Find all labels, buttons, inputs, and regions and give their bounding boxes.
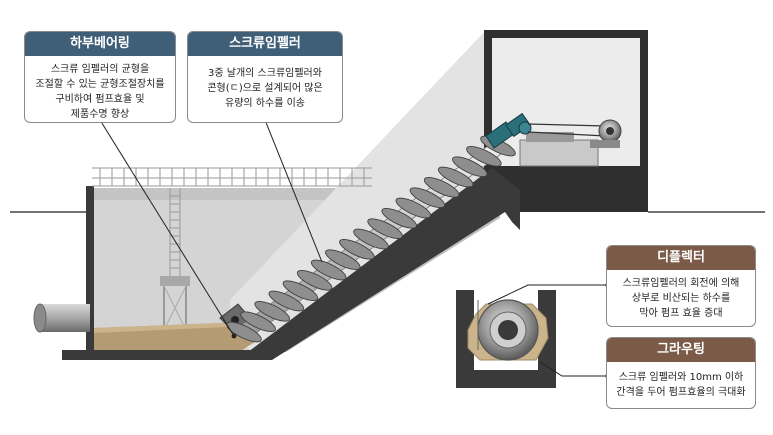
screw-blade bbox=[367, 218, 403, 240]
callout-line: 유량의 하수를 이송 bbox=[225, 98, 305, 109]
callout-lower-bearing: 하부베어링 스크류 임펠러의 균형을 조절할 수 있는 균형조절장치를 구비하여… bbox=[24, 31, 176, 123]
upper-drive bbox=[485, 112, 622, 149]
screw-blade bbox=[310, 259, 347, 281]
screw-blade bbox=[381, 207, 417, 229]
callout-body: 스크류임펠러의 회전에 의해 상부로 비산되는 하수를 막아 펌프 효율 증대 bbox=[607, 270, 755, 326]
leader-lines bbox=[99, 119, 608, 377]
callout-title: 그라우팅 bbox=[607, 338, 755, 362]
screw-blade bbox=[325, 249, 361, 271]
callout-body: 스크류 임펠러와 10mm 이하 간격을 두어 펌프효율의 극대화 bbox=[607, 362, 755, 406]
screw-blade bbox=[437, 166, 474, 188]
support-frame bbox=[160, 276, 190, 331]
callout-line: 조절할 수 있는 균형조절장치를 bbox=[35, 79, 165, 90]
screw-impeller bbox=[226, 135, 516, 343]
inlet-pipe bbox=[33, 303, 90, 333]
callout-deflector: 디플렉터 스크류임펠러의 회전에 의해 상부로 비산되는 하수를 막아 펌프 효… bbox=[606, 245, 756, 327]
callout-line: 막아 펌프 효율 증대 bbox=[639, 308, 723, 319]
top-railing bbox=[92, 167, 372, 187]
screw-blade bbox=[282, 280, 319, 302]
screw-blade bbox=[296, 269, 333, 291]
screw-blade bbox=[268, 290, 305, 312]
ladder bbox=[169, 188, 181, 282]
screw-blade bbox=[423, 176, 460, 198]
callout-line: 스크류임펠러의 회전에 의해 bbox=[622, 278, 740, 289]
callout-line: 구비하여 펌프효율 및 bbox=[55, 94, 145, 105]
callout-body: 스크류 임펠러의 균형을 조절할 수 있는 균형조절장치를 구비하여 펌프효율 … bbox=[25, 56, 175, 122]
callout-line: 제품수명 향상 bbox=[70, 109, 130, 120]
callout-line: 스크류 임펠러와 10mm 이하 bbox=[618, 372, 744, 383]
screw-blade bbox=[395, 197, 432, 219]
callout-body: 3중 날개의 스크류임펠러와 콘형(ㄷ)으로 설계되어 많은 유량의 하수를 이… bbox=[188, 56, 342, 117]
screw-blade bbox=[452, 156, 488, 178]
callout-line: 콘형(ㄷ)으로 설계되어 많은 bbox=[207, 83, 323, 94]
callout-title: 디플렉터 bbox=[607, 246, 755, 270]
screw-blade bbox=[339, 238, 375, 260]
callout-title: 스크류임펠러 bbox=[188, 32, 342, 56]
screw-blade bbox=[254, 300, 290, 322]
callout-line: 3중 날개의 스크류임펠러와 bbox=[208, 68, 322, 79]
trough-cross-section bbox=[456, 290, 556, 388]
callout-screw-impeller: 스크류임펠러 3중 날개의 스크류임펠러와 콘형(ㄷ)으로 설계되어 많은 유량… bbox=[187, 31, 343, 123]
screw-blade bbox=[409, 187, 446, 209]
concrete-structure bbox=[62, 168, 520, 360]
callout-title: 하부베어링 bbox=[25, 32, 175, 56]
screw-blade bbox=[240, 311, 276, 333]
callout-line: 간격을 두어 펌프효율의 극대화 bbox=[616, 387, 746, 398]
screw-blade bbox=[353, 228, 389, 250]
screw-blade bbox=[466, 145, 502, 167]
callout-grouting: 그라우팅 스크류 임펠러와 10mm 이하 간격을 두어 펌프효율의 극대화 bbox=[606, 337, 756, 409]
callout-line: 상부로 비산되는 하수를 bbox=[631, 293, 731, 304]
callout-line: 스크류 임펠러의 균형을 bbox=[50, 64, 150, 75]
sewage-layer bbox=[94, 322, 258, 350]
